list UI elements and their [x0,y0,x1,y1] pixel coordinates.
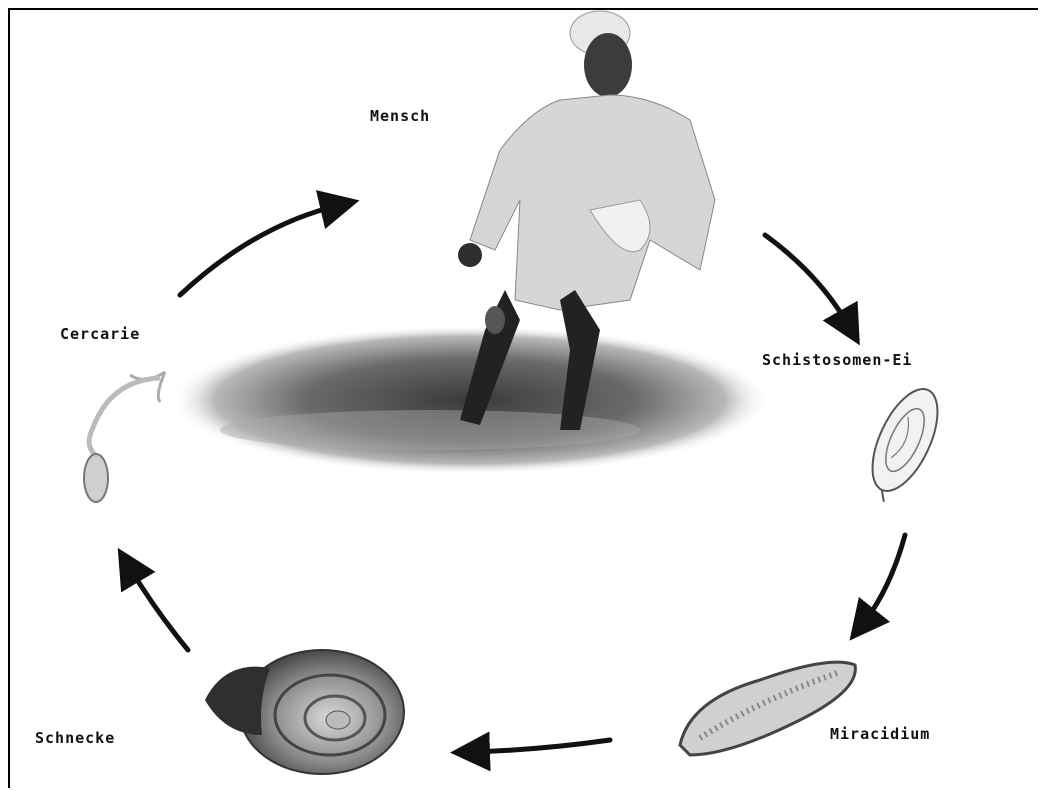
label-miracidium: Miracidium [830,725,930,743]
egg-illustration [855,380,951,510]
arrow-schnecke-to-cercarie [128,565,188,650]
label-cercarie: Cercarie [60,325,140,343]
arrow-cercarie-to-mensch [180,205,340,295]
arrow-miracidium-to-schnecke [470,740,610,752]
label-mensch: Mensch [370,107,430,125]
arrow-ei-to-miracidium [862,535,905,625]
label-schistosomen-ei: Schistosomen-Ei [762,351,912,369]
cercaria-illustration [84,372,165,502]
arrow-mensch-to-ei [765,235,850,328]
label-schnecke: Schnecke [35,729,115,747]
snail-illustration [205,650,404,774]
